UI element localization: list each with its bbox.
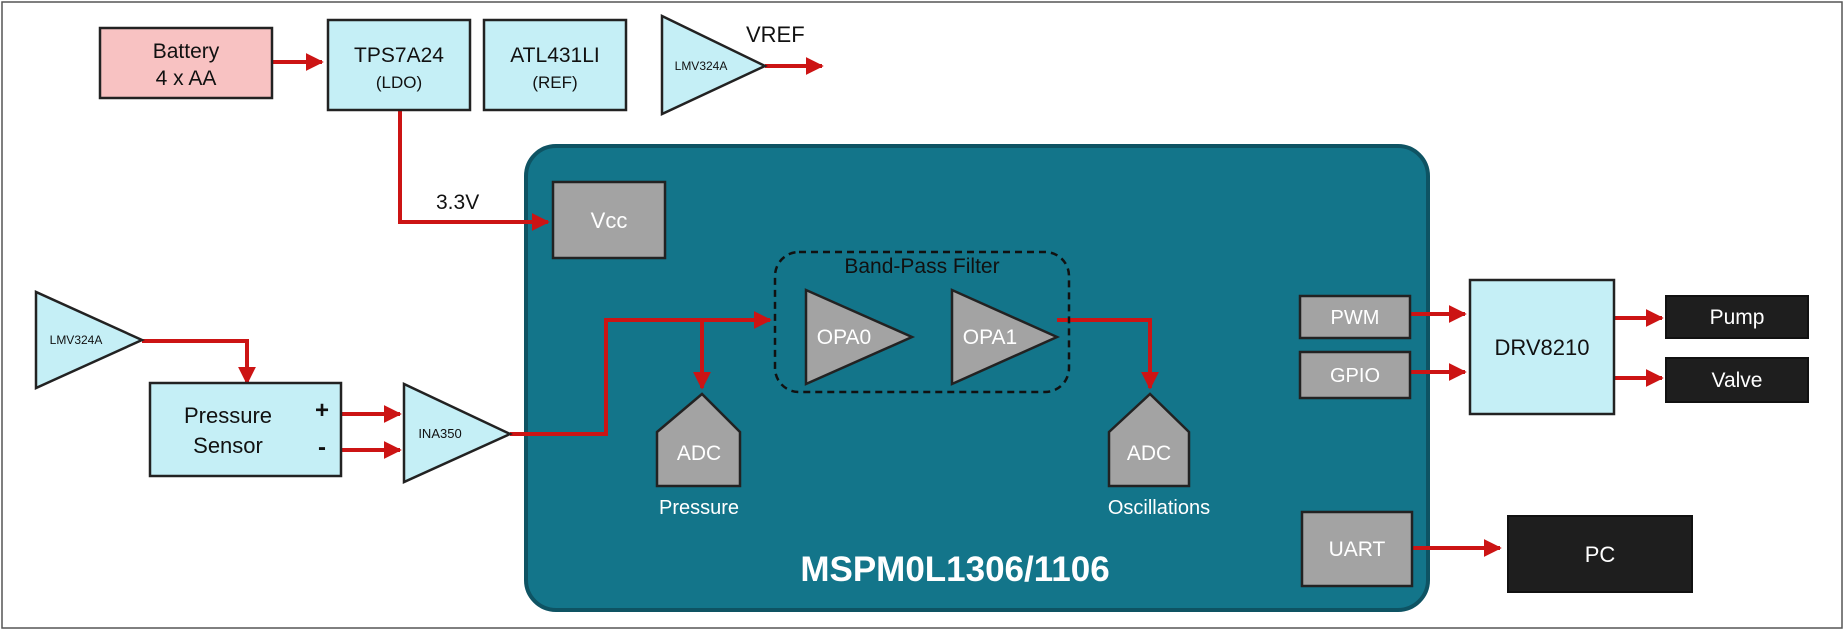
adc-osc-caption: Oscillations: [1108, 497, 1210, 519]
adc-pressure-caption: Pressure: [659, 497, 739, 519]
wire-ldo-to-vcc: [398, 110, 550, 231]
wire-ina-to-filter: [510, 311, 772, 436]
vcc-block: Vcc: [551, 180, 667, 260]
adc-osc-label: ADC: [1127, 442, 1171, 465]
wire-amp-to-sensor: [142, 339, 256, 385]
ref-part: ATL431LI: [510, 44, 600, 67]
ina-label: INA350: [418, 426, 461, 441]
mcu-title: MSPM0L1306/1106: [800, 550, 1109, 589]
ldo-block: TPS7A24 (LDO): [326, 18, 472, 112]
pc-block: PC: [1507, 515, 1693, 593]
adc-pressure: ADC: [655, 392, 742, 488]
sensor-plus-terminal: +: [315, 397, 329, 424]
band-pass-filter: Band-Pass Filter: [773, 250, 1071, 394]
battery-spec: 4 x AA: [156, 67, 217, 90]
sensor-amplifier: LMV324A: [34, 290, 146, 390]
pressure-sensor-line1: Pressure: [184, 403, 272, 428]
opa0-amplifier: OPA0: [804, 288, 916, 386]
ldo-type: (LDO): [376, 73, 422, 92]
adc-pressure-label: ADC: [677, 442, 721, 465]
ldo-part: TPS7A24: [354, 44, 444, 67]
opa0-label: OPA0: [817, 326, 871, 349]
sensor-minus-terminal: -: [318, 434, 326, 461]
valve-label: Valve: [1712, 369, 1763, 392]
opa1-amplifier: OPA1: [950, 288, 1061, 386]
valve-block: Valve: [1665, 357, 1809, 403]
pressure-sensor-line2: Sensor: [193, 433, 263, 458]
wire-to-adc-osc: [1057, 318, 1159, 390]
adc-oscillations: ADC: [1107, 392, 1191, 488]
sensor-amp-label: LMV324A: [50, 333, 103, 347]
pump-block: Pump: [1665, 295, 1809, 339]
wires: [142, 53, 1664, 557]
instrumentation-amplifier: INA350: [402, 382, 513, 484]
battery-label: Battery: [153, 40, 220, 63]
supply-voltage-label: 3.3V: [436, 191, 479, 214]
uart-label: UART: [1329, 538, 1386, 561]
mcu-block: [524, 144, 1430, 612]
pwm-block: PWM: [1298, 294, 1412, 340]
ref-block: ATL431LI (REF): [482, 18, 628, 112]
filter-label: Band-Pass Filter: [844, 255, 999, 278]
vref-label: VREF: [746, 22, 805, 47]
opa1-label: OPA1: [963, 326, 1017, 349]
pwm-label: PWM: [1331, 307, 1380, 329]
vref-amp-label: LMV324A: [675, 59, 728, 73]
filter-outline: [773, 250, 1071, 394]
pc-label: PC: [1585, 542, 1616, 567]
pressure-sensor-block: Pressure Sensor + -: [148, 381, 343, 478]
gpio-block: GPIO: [1298, 350, 1412, 400]
vcc-label: Vcc: [591, 208, 628, 233]
driver-label: DRV8210: [1495, 335, 1590, 360]
battery-block: Battery 4 x AA: [98, 26, 274, 100]
pump-label: Pump: [1710, 306, 1765, 329]
uart-block: UART: [1300, 510, 1414, 588]
driver-block: DRV8210: [1468, 278, 1616, 416]
gpio-label: GPIO: [1330, 365, 1380, 387]
ref-type: (REF): [532, 73, 577, 92]
vref-amplifier: LMV324A: [660, 14, 768, 116]
